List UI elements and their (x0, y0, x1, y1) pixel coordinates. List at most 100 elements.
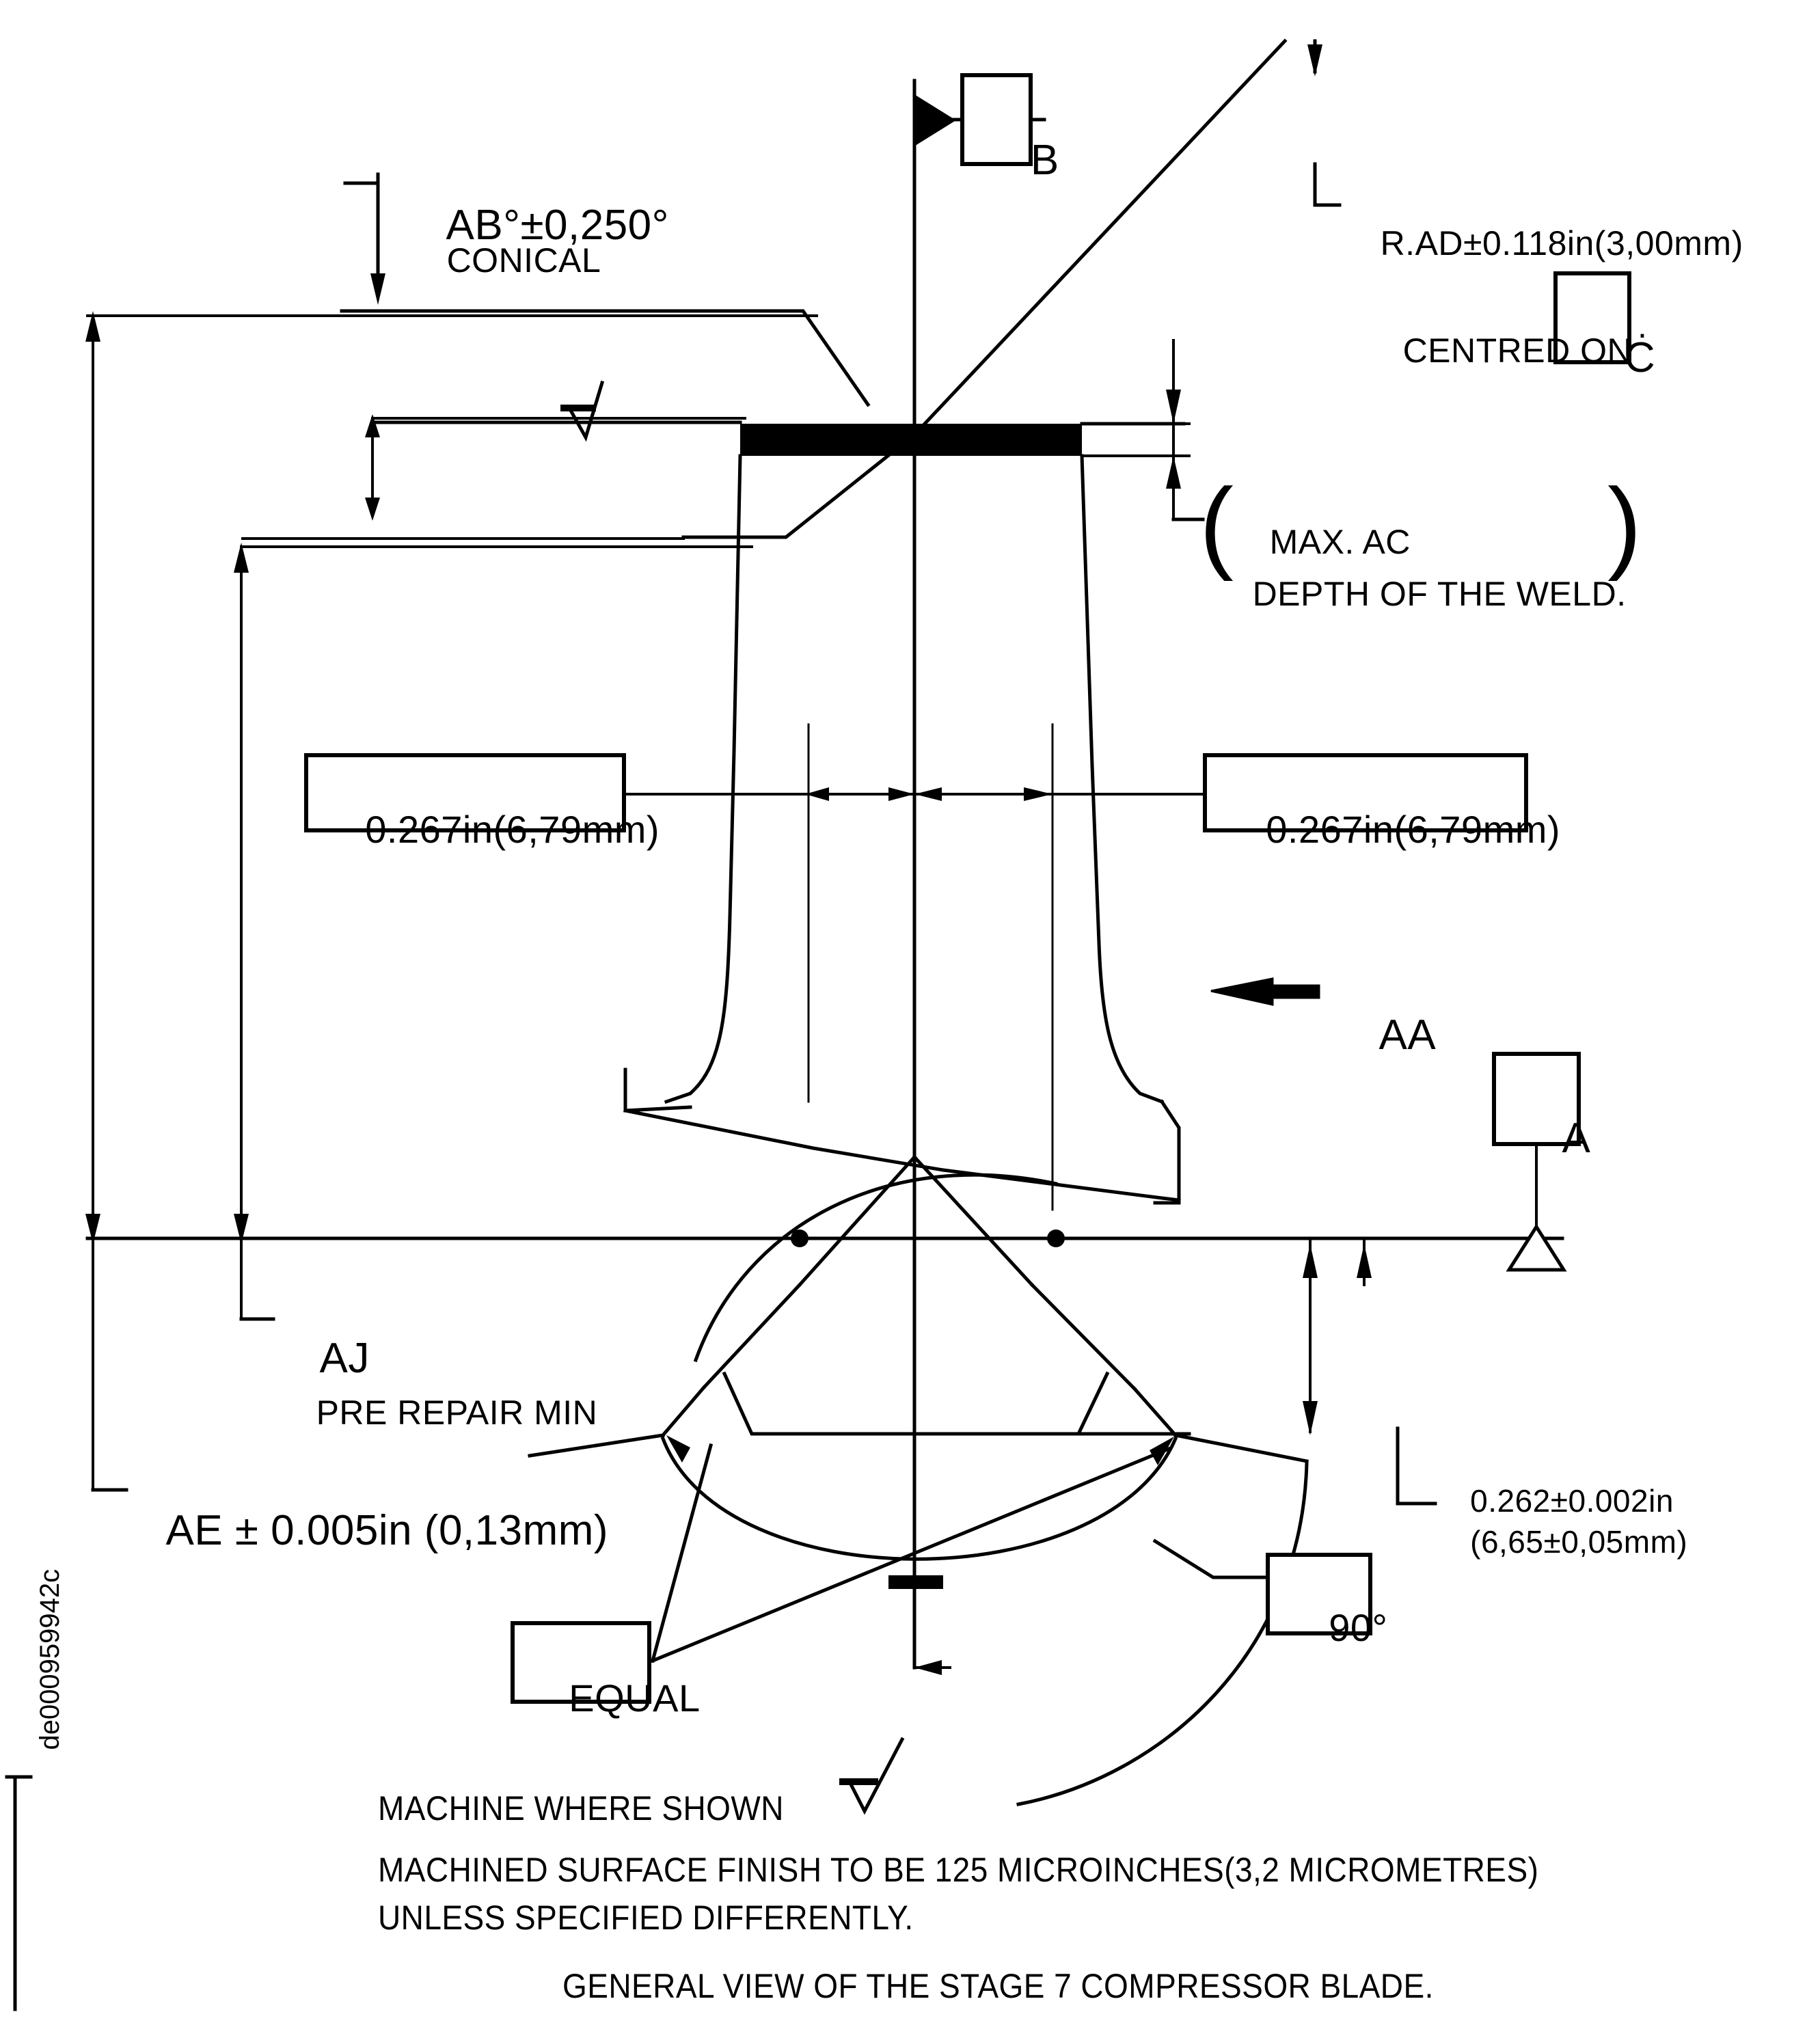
max-ac-line2-value: DEPTH OF THE WELD. (1252, 575, 1627, 613)
aj-arrow-top (234, 543, 249, 573)
root-arc-upper (693, 1173, 1058, 1363)
note-line-3-value: UNLESS SPECIFIED DIFFERENTLY. (377, 1899, 914, 1937)
aj-value: AJ (319, 1334, 370, 1382)
max-ac-paren-close: ) (1607, 467, 1642, 582)
max-ac-line1-value: MAX. AC (1269, 523, 1411, 561)
conical-sublabel: CONICAL (407, 205, 601, 316)
thickness-arrow-2 (1357, 1244, 1372, 1278)
airfoil-left-edge (664, 454, 742, 1104)
root-right-lower (1132, 1386, 1178, 1438)
equal-arrow-bottom-l (888, 1575, 914, 1589)
tip-dim-arrow-top (365, 414, 380, 437)
note-line-4-value: GENERAL VIEW OF THE STAGE 7 COMPRESSOR B… (562, 1967, 1434, 2005)
equal-box-frame (511, 1621, 651, 1704)
conical-surface-line (340, 309, 871, 407)
note-line-1-value: MACHINE WHERE SHOWN (377, 1789, 784, 1827)
root-seat-left (722, 1371, 867, 1436)
dim-right-box-frame (1203, 753, 1528, 832)
angle-box-frame (1266, 1553, 1372, 1635)
dim-left-box-label: 0.267in(6,79mm) (321, 768, 660, 892)
root-node-right (1047, 1229, 1065, 1247)
datum-a-label: A (1516, 1070, 1590, 1208)
angle-box-value: 90° (1329, 1606, 1388, 1650)
root-right-flank (1029, 1282, 1137, 1391)
dim-left-box-frame (304, 753, 626, 832)
note-line-2-value: MACHINED SURFACE FINISH TO BE 125 MICROI… (377, 1851, 1539, 1889)
conical-angle-label: AB°±0,250° (400, 157, 669, 295)
equal-arrow-bottom-r (914, 1575, 943, 1589)
datum-b-value: B (1030, 136, 1059, 184)
equal-box-value: EQUAL (569, 1676, 701, 1720)
equal-box-label: EQUAL (525, 1637, 701, 1761)
aj-label: AJ (273, 1290, 370, 1428)
thickness-label-line2: (6,65±0,05mm) (1434, 1491, 1687, 1593)
root-flank-outer-left (528, 1433, 665, 1458)
thickness-line2-value: (6,65±0,05mm) (1470, 1523, 1688, 1560)
weld-band (740, 424, 1082, 456)
airfoil-right-edge (1080, 454, 1165, 1104)
dim-267-arrow-1 (805, 787, 829, 801)
equal-leader-1 (650, 1443, 714, 1663)
root-node-left (791, 1229, 809, 1247)
root-left-flank (701, 1282, 802, 1390)
sheet-id-label: de000959942c (4, 1569, 96, 1780)
platform-lower-left (623, 1109, 945, 1172)
centred-on-period: . (1638, 307, 1648, 345)
view-arrow-shape (1210, 977, 1320, 1006)
conical-angle-value: AB°±0,250° (446, 201, 669, 249)
thickness-label-line1: 0.262±0.002in (1434, 1450, 1674, 1552)
thickness-arrow-down (1303, 1401, 1318, 1435)
dim-right-box-label: 0.267in(6,79mm) (1222, 768, 1560, 892)
thickness-label-leader (1396, 1426, 1437, 1506)
ae-arrow-bottom (85, 1214, 100, 1244)
aj-sublabel-value: PRE REPAIR MIN (316, 1394, 598, 1432)
ae-value: AE ± 0.005in (0,13mm) (165, 1506, 609, 1554)
datum-c-value: C (1624, 334, 1656, 381)
sheet-id-value: de000959942c (35, 1568, 65, 1750)
thickness-arrow-up (1303, 1244, 1318, 1278)
thickness-line1-value: 0.262±0.002in (1470, 1482, 1674, 1519)
platform-taper-right (941, 1168, 1181, 1202)
ac-arrow-down (1166, 390, 1181, 424)
max-ac-paren-open: ( (1199, 467, 1234, 582)
max-ac-line2: DEPTH OF THE WELD. (1213, 539, 1627, 649)
view-arrow-label: AA (1333, 967, 1436, 1104)
radius-leader-diagonal (912, 38, 1288, 437)
datum-c-box-frame (1553, 271, 1631, 364)
aj-arrow-bottom (234, 1214, 249, 1244)
note-line-3: UNLESS SPECIFIED DIFFERENTLY. (342, 1862, 914, 1973)
dim-267-arrow-4 (1024, 787, 1052, 801)
chamfer-line-left (681, 432, 917, 539)
datum-c-label: C (1576, 290, 1655, 427)
centred-on-label: CENTRED ON (1363, 295, 1632, 406)
dim-267-arrow-3 (914, 787, 942, 801)
datum-b-box (960, 73, 1033, 166)
dim-267-arrow-2 (888, 787, 914, 801)
note-line-2: MACHINED SURFACE FINISH TO BE 125 MICROI… (342, 1815, 1538, 1925)
ae-label: AE ± 0.005in (0,13mm) (120, 1463, 608, 1600)
equal-leader-2 (650, 1446, 1171, 1663)
ae-arrow-top (85, 311, 100, 342)
dim-right-box-value: 0.267in(6,79mm) (1266, 808, 1561, 852)
datum-b-triangle-shape (913, 94, 956, 147)
tip-dim-arrow-bottom (365, 498, 380, 521)
root-flank-outer-right (1173, 1433, 1309, 1463)
root-seat-right (863, 1371, 1110, 1436)
angle-leader (1152, 1538, 1270, 1579)
centred-on-text: CENTRED ON (1402, 331, 1633, 370)
conical-sublabel-value: CONICAL (446, 241, 601, 280)
bottom-dim-arrow (914, 1660, 942, 1675)
datum-a-triangle-shape (1506, 1223, 1567, 1272)
radius-value: R.AD±0.118in(3,00mm) (1380, 224, 1743, 262)
note-line-4: GENERAL VIEW OF THE STAGE 7 COMPRESSOR B… (526, 1931, 1434, 2025)
root-apex-left (797, 1154, 917, 1288)
root-arc-outer-right (1016, 1460, 1309, 1806)
datum-b-label: B (982, 92, 1059, 230)
note-line-1: MACHINE WHERE SHOWN (342, 1753, 784, 1864)
root-arc-lower (660, 1436, 1178, 1561)
aj-sublabel: PRE REPAIR MIN (277, 1357, 597, 1468)
view-arrow-value: AA (1378, 1011, 1437, 1059)
max-ac-line1: MAX. AC (1230, 487, 1411, 597)
note-surface-finish-icon (847, 1737, 905, 1815)
